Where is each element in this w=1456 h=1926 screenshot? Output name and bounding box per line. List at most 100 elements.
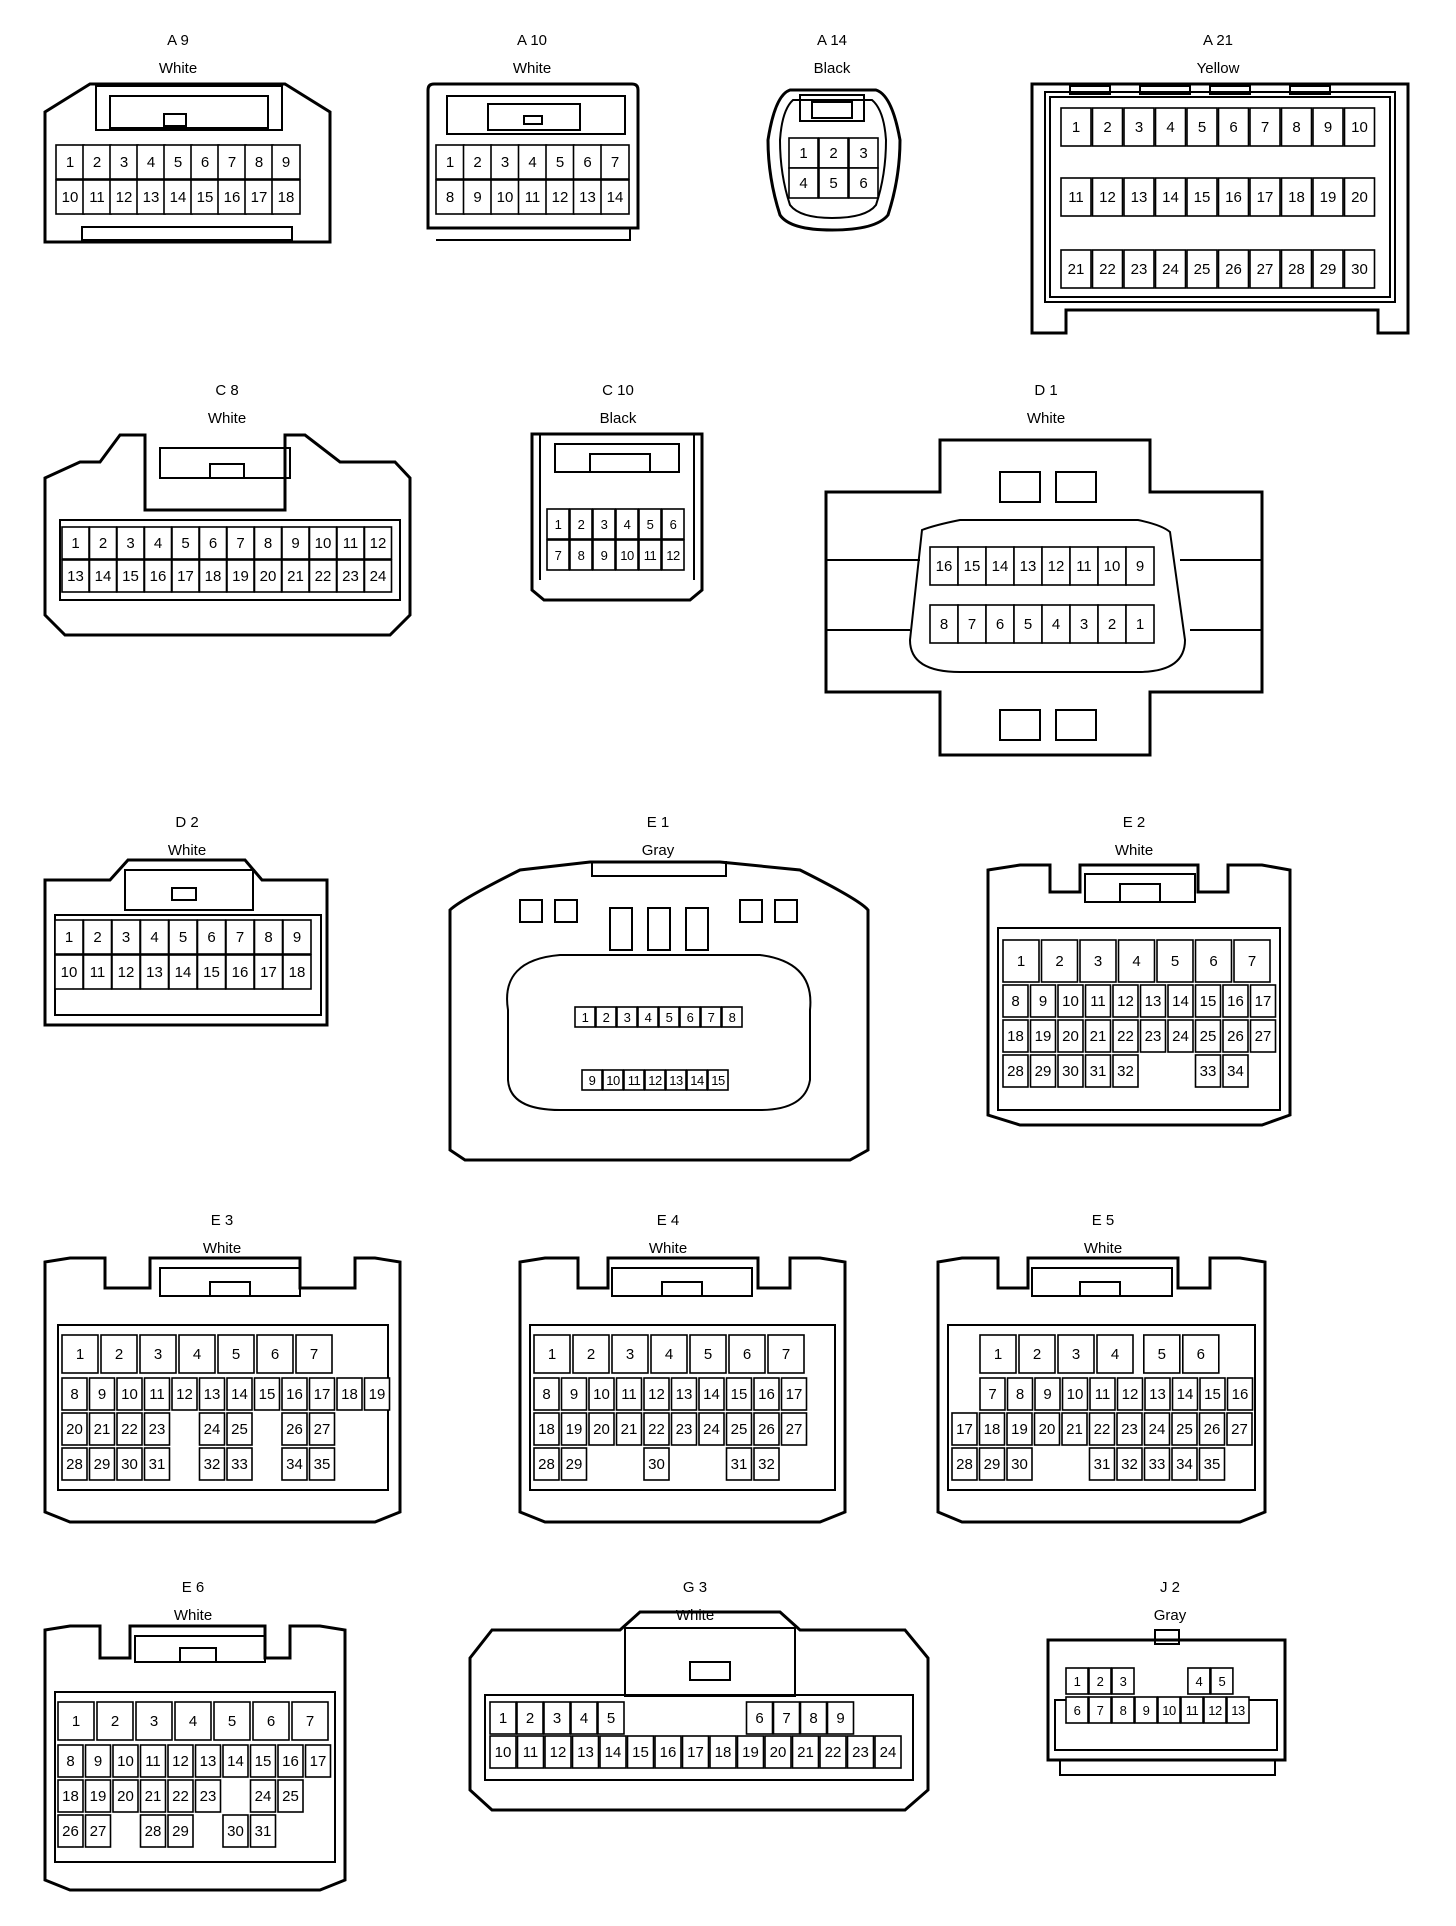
pin-number: 28 <box>145 1823 162 1840</box>
housing-detail <box>609 907 633 951</box>
pin-cavity <box>277 1744 304 1778</box>
pin-number: 19 <box>90 1788 107 1805</box>
pin-cavity <box>767 1334 805 1374</box>
pin-number: 21 <box>1066 1421 1083 1438</box>
pin-number: 3 <box>859 145 867 162</box>
pin-number: 6 <box>743 1346 751 1363</box>
pin-cavity <box>1180 1696 1204 1724</box>
pin-cavity <box>84 1779 112 1813</box>
pin-number: 10 <box>117 1753 134 1770</box>
pin-number: 6 <box>1074 1703 1081 1718</box>
pin-cavity <box>84 1814 112 1848</box>
pin-number: 7 <box>1097 1703 1104 1718</box>
pin-cavity <box>271 179 301 215</box>
pin-cavity <box>1112 1054 1139 1088</box>
pin-cavity <box>198 1377 226 1411</box>
pin-cavity <box>650 1334 688 1374</box>
pin-number: 26 <box>758 1421 775 1438</box>
pin-number: 18 <box>278 189 295 206</box>
connector-id-label: D 2 <box>175 814 198 831</box>
pin-cavity <box>143 1412 171 1446</box>
pin-number: 9 <box>282 154 290 171</box>
pin-number: 8 <box>264 535 272 552</box>
pin-cavity <box>1040 939 1079 983</box>
pin-number: 34 <box>1227 1063 1244 1080</box>
pin-cavity <box>602 1069 624 1091</box>
pin-cavity <box>1097 546 1127 586</box>
pin-cavity <box>644 1069 666 1091</box>
pin-number: 24 <box>1172 1028 1189 1045</box>
pin-cavity <box>213 1701 251 1741</box>
pin-number: 14 <box>703 1386 720 1403</box>
pin-number: 19 <box>1035 1028 1052 1045</box>
pin-cavity <box>249 1814 277 1848</box>
connector-id-label: E 3 <box>211 1212 234 1229</box>
pin-number: 3 <box>150 1713 158 1730</box>
housing-detail <box>689 1661 731 1681</box>
pin-number: 30 <box>1062 1063 1079 1080</box>
pin-number: 8 <box>578 548 585 563</box>
pin-cavity <box>222 1744 249 1778</box>
pin-number: 9 <box>1324 119 1332 136</box>
pin-number: 9 <box>1043 1386 1051 1403</box>
pin-number: 10 <box>1351 119 1368 136</box>
pin-number: 5 <box>174 154 182 171</box>
pin-cavity <box>225 919 255 955</box>
pin-number: 30 <box>648 1456 665 1473</box>
pin-number: 3 <box>1080 616 1088 633</box>
pin-cavity <box>1006 1377 1034 1411</box>
pin-cavity <box>978 1412 1006 1446</box>
pin-cavity <box>780 1412 808 1446</box>
pin-cavity <box>728 1334 766 1374</box>
pin-cavity <box>1154 177 1187 217</box>
pin-number: 13 <box>204 1386 221 1403</box>
pin-number: 24 <box>1149 1421 1166 1438</box>
pin-cavity <box>1222 1019 1249 1053</box>
pin-number: 7 <box>782 1346 790 1363</box>
pin-number: 7 <box>228 154 236 171</box>
pin-number: 3 <box>626 1346 634 1363</box>
connector-id-label: A 9 <box>167 32 189 49</box>
pin-cavity <box>846 1735 875 1769</box>
pin-cavity <box>100 1334 138 1374</box>
pin-number: 25 <box>1176 1421 1193 1438</box>
pin-number: 19 <box>566 1421 583 1438</box>
pin-number: 32 <box>1117 1063 1134 1080</box>
housing-outline <box>1046 1638 1287 1762</box>
pin-cavity <box>1226 1377 1254 1411</box>
pin-number: 31 <box>1094 1456 1111 1473</box>
pin-cavity <box>143 1377 171 1411</box>
housing-detail <box>529 1324 836 1491</box>
pin-cavity <box>1199 1377 1226 1411</box>
pin-number: 9 <box>291 535 299 552</box>
pin-cavity <box>874 1735 902 1769</box>
pin-number: 2 <box>587 1346 595 1363</box>
housing-outline <box>824 438 1264 757</box>
housing-detail <box>1079 1281 1121 1297</box>
pin-number: 31 <box>149 1456 166 1473</box>
pin-number: 21 <box>145 1788 162 1805</box>
pin-cavity <box>143 526 173 560</box>
pin-number: 4 <box>193 1346 201 1363</box>
pin-cavity <box>1222 1054 1249 1088</box>
connector-color-label: Yellow <box>1197 60 1240 77</box>
pin-cavity <box>599 1735 627 1769</box>
pin-number: 15 <box>1194 189 1211 206</box>
pin-number: 35 <box>314 1456 331 1473</box>
pin-cavity <box>1084 1019 1112 1053</box>
pin-number: 2 <box>1103 119 1111 136</box>
pin-cavity <box>570 1701 598 1735</box>
pin-cavity <box>753 1447 780 1481</box>
pin-cavity <box>462 144 493 180</box>
pin-number: 9 <box>1136 558 1144 575</box>
pin-number: 11 <box>149 1386 165 1403</box>
pin-number: 1 <box>994 1346 1002 1363</box>
pin-number: 29 <box>984 1456 1001 1473</box>
pin-number: 13 <box>1020 558 1037 575</box>
pin-cavity <box>1088 1412 1116 1446</box>
pin-cavity <box>698 1412 725 1446</box>
pin-number: 13 <box>577 1744 594 1761</box>
pin-cavity <box>1343 249 1376 289</box>
pin-number: 11 <box>1095 1386 1111 1403</box>
